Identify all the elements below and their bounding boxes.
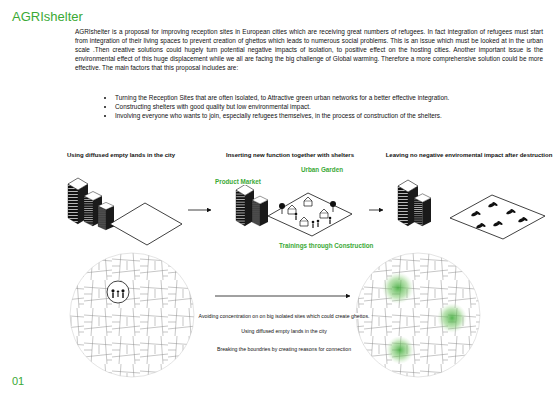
shelter-site	[236, 185, 352, 236]
illustration-panel: Using diffused empty lands in the city	[55, 152, 187, 244]
page-title: AGRIshelter	[12, 9, 83, 24]
illustration-panel: Inserting new function together with she…	[212, 152, 368, 252]
factor-item: Involving everyone who wants to join, es…	[115, 111, 555, 120]
panel-caption: Using diffused empty lands in the city	[55, 152, 187, 160]
factor-item: Turning the Reception Sites that are oft…	[115, 93, 555, 102]
flow-arrow	[369, 210, 383, 211]
intro-paragraph: AGRIshelter is a proposal for improving …	[75, 27, 543, 72]
panel-caption: Inserting new function together with she…	[212, 152, 368, 160]
illustration-panel: Leaving no negative enviromental impact …	[384, 152, 554, 244]
transition-arrow	[215, 296, 350, 297]
map-note: Avoiding concentration on on big isolate…	[197, 313, 372, 319]
map-note: Breaking the boundries by creating reaso…	[215, 346, 353, 352]
page-number: 01	[12, 375, 24, 387]
function-label: Product Market	[214, 178, 262, 185]
city-block	[68, 178, 182, 245]
factor-list: Turning the Reception Sites that are oft…	[103, 93, 555, 120]
restored-land	[398, 180, 545, 239]
map-note: Using diffused empty lands in the city	[239, 328, 329, 334]
flow-arrow	[188, 210, 211, 211]
city-map-after	[356, 253, 480, 377]
function-label: Urban Garden	[300, 166, 344, 173]
panel-caption: Leaving no negative enviromental impact …	[384, 152, 554, 160]
function-label: Trainings through Construction	[278, 242, 374, 249]
factor-item: Constructing shelters with good quality …	[115, 102, 555, 111]
city-map-before	[70, 253, 194, 377]
